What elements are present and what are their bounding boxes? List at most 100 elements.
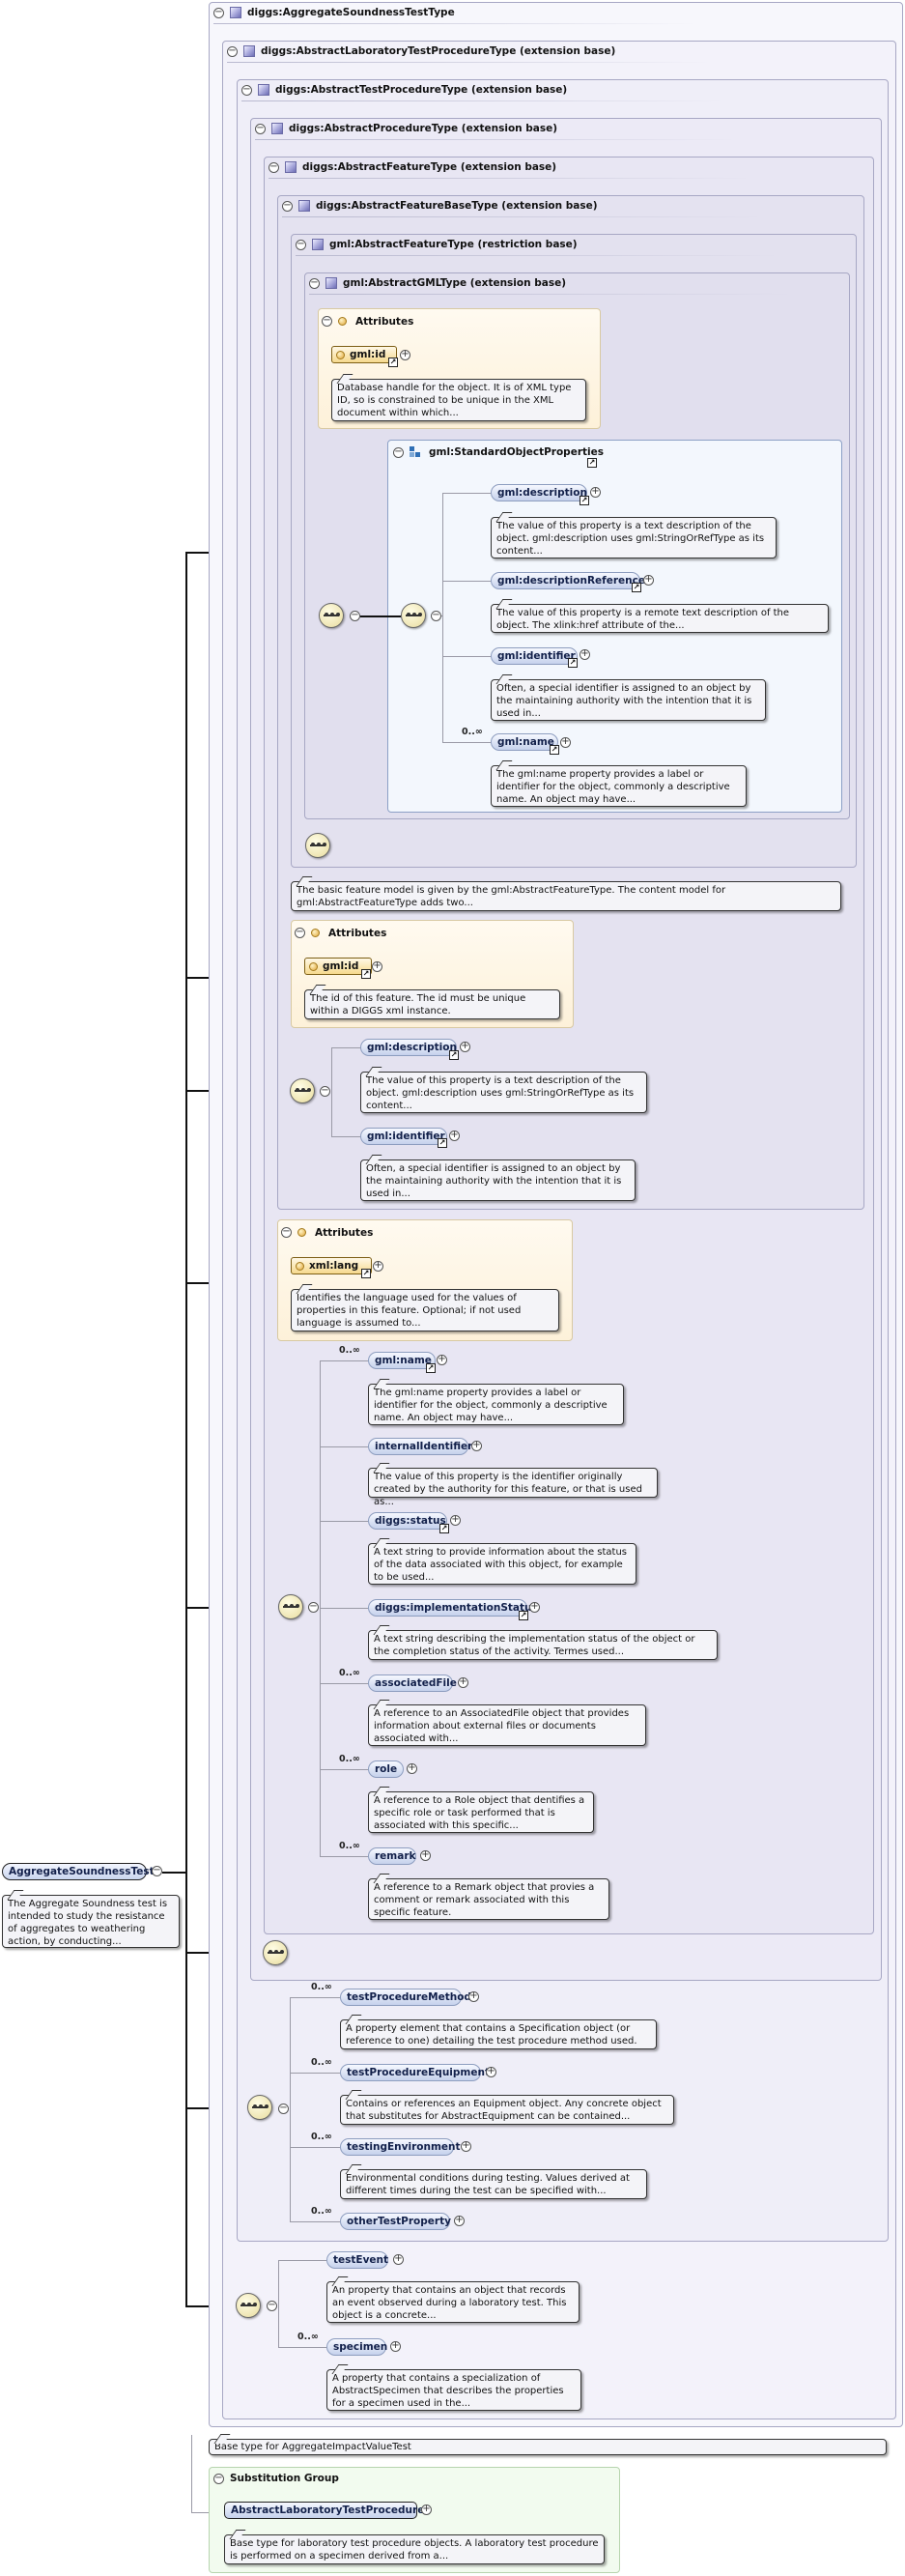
feature-base-doc: The basic feature model is given by the … [291,881,841,911]
collapse-toggle-icon[interactable]: − [350,610,360,621]
element-testing-environment[interactable]: testingEnvironment [340,2138,461,2156]
attributes-title: Attributes [315,1227,374,1239]
reference-link-icon[interactable]: ↗ [632,583,641,592]
complex-type-icon [243,45,255,57]
occurrence-label: 0..∞ [339,1345,360,1356]
collapse-toggle-icon[interactable]: − [278,2103,289,2114]
element-internal-identifier[interactable]: internalIdentifier [368,1438,472,1455]
element-test-event[interactable]: testEvent [326,2251,388,2269]
collapse-toggle-icon[interactable]: − [296,239,306,250]
element-abstract-laboratory-test-procedure[interactable]: AbstractLaboratoryTestProcedure [224,2502,424,2519]
collapse-toggle-icon[interactable]: − [281,1226,292,1238]
expand-toggle-icon[interactable]: + [390,2340,401,2352]
element-diggs-status[interactable]: diggs:status [368,1512,447,1530]
expand-toggle-icon[interactable]: + [373,1260,383,1272]
expand-toggle-icon[interactable]: + [400,349,410,360]
attribute-xml-lang[interactable]: xml:lang [291,1257,372,1274]
collapse-toggle-icon[interactable]: − [213,2473,224,2484]
expand-toggle-icon[interactable]: + [486,2066,496,2077]
element-associated-file[interactable]: associatedFile [368,1674,457,1692]
type-box-title: diggs:AggregateSoundnessTestType [247,7,455,18]
expand-toggle-icon[interactable]: + [471,1440,482,1451]
type-box-title: diggs:AbstractProcedureType (extension b… [289,123,558,134]
reference-link-icon[interactable]: ↗ [426,1363,436,1373]
element-gml-description-reference[interactable]: gml:descriptionReference [491,572,645,589]
element-gml-name[interactable]: gml:name [368,1352,436,1369]
header-separator [213,23,696,24]
reference-link-icon[interactable]: ↗ [361,969,371,979]
collapse-toggle-icon[interactable]: − [431,610,441,621]
reference-link-icon[interactable]: ↗ [519,1611,528,1620]
element-diggs-implementation-status[interactable]: diggs:implementationStatus [368,1599,538,1617]
reference-link-icon[interactable]: ↗ [439,1524,449,1533]
element-gml-description[interactable]: gml:description [491,484,587,501]
expand-toggle-icon[interactable]: + [450,1514,461,1526]
collapse-toggle-icon[interactable]: − [227,45,238,57]
collapse-toggle-icon[interactable]: − [320,1085,330,1097]
root-toggle-icon[interactable]: − [152,1865,162,1876]
element-specimen[interactable]: specimen [326,2338,387,2356]
reference-link-icon[interactable]: ↗ [587,458,597,468]
expand-toggle-icon[interactable]: + [437,1354,447,1365]
collapse-toggle-icon[interactable]: − [255,123,266,134]
header-separator [309,294,792,295]
collapse-toggle-icon[interactable]: − [309,277,320,289]
element-gml-identifier[interactable]: gml:identifier [491,647,578,665]
branch-line [320,1521,368,1522]
element-doc: Contains or references an Equipment obje… [340,2095,674,2125]
sequence-branch-line [290,1997,291,2221]
expand-toggle-icon[interactable]: + [460,1041,470,1052]
expand-toggle-icon[interactable]: + [407,1762,417,1774]
expand-toggle-icon[interactable]: + [529,1601,540,1613]
expand-toggle-icon[interactable]: + [454,2215,465,2226]
attribute-name: gml:id [350,349,386,360]
expand-toggle-icon[interactable]: + [449,1130,460,1141]
collapse-toggle-icon[interactable]: − [282,200,293,212]
reference-link-icon[interactable]: ↗ [449,1050,459,1060]
element-test-procedure-method[interactable]: testProcedureMethod [340,1989,471,2006]
reference-link-icon[interactable]: ↗ [550,745,559,755]
expand-toggle-icon[interactable]: + [590,486,601,498]
collapse-toggle-icon[interactable]: − [269,161,279,173]
expand-toggle-icon[interactable]: + [421,2504,432,2515]
attribute-gml-id[interactable]: gml:id [331,346,397,363]
expand-toggle-icon[interactable]: + [461,2140,471,2152]
collapse-toggle-icon[interactable]: − [241,84,252,96]
attribute-gml-id[interactable]: gml:id [304,958,372,975]
expand-toggle-icon[interactable]: + [580,648,590,660]
element-remark[interactable]: remark [368,1847,416,1865]
expand-toggle-icon[interactable]: + [393,2253,404,2265]
expand-toggle-icon[interactable]: + [458,1676,468,1688]
collapse-toggle-icon[interactable]: − [322,315,332,327]
element-gml-name[interactable]: gml:name [491,733,558,751]
expand-toggle-icon[interactable]: + [468,1990,479,2002]
expand-toggle-icon[interactable]: + [420,1849,431,1861]
element-doc: The value of this property is a text des… [360,1072,647,1113]
expand-toggle-icon[interactable]: + [372,960,382,972]
branch-line [320,1360,368,1361]
occurrence-label: 0..∞ [311,2132,332,2142]
reference-link-icon[interactable]: ↗ [361,1269,371,1278]
expand-toggle-icon[interactable]: + [643,574,654,586]
element-doc: A text string describing the implementat… [368,1630,718,1660]
element-gml-description[interactable]: gml:description [360,1039,457,1056]
root-element[interactable]: AggregateSoundnessTest [2,1863,155,1880]
attribute-name: gml:id [323,960,359,972]
element-test-procedure-equipment[interactable]: testProcedureEquipment [340,2064,490,2081]
attribute-doc: The id of this feature. The id must be u… [304,989,560,1019]
collapse-toggle-icon[interactable]: − [393,446,404,458]
expand-toggle-icon[interactable]: + [560,736,571,748]
type-box-title: gml:AbstractGMLType (extension base) [343,277,567,289]
element-gml-identifier[interactable]: gml:identifier [360,1128,447,1145]
reference-link-icon[interactable]: ↗ [438,1138,447,1148]
collapse-toggle-icon[interactable]: − [295,927,305,938]
collapse-toggle-icon[interactable]: − [308,1601,319,1613]
reference-link-icon[interactable]: ↗ [568,658,578,668]
collapse-toggle-icon[interactable]: − [267,2300,277,2311]
reference-link-icon[interactable]: ↗ [388,358,398,367]
element-role[interactable]: role [368,1760,404,1778]
collapse-toggle-icon[interactable]: − [213,7,224,18]
branch-line [278,2260,326,2261]
reference-link-icon[interactable]: ↗ [580,496,589,505]
element-other-test-property[interactable]: otherTestProperty [340,2213,451,2230]
